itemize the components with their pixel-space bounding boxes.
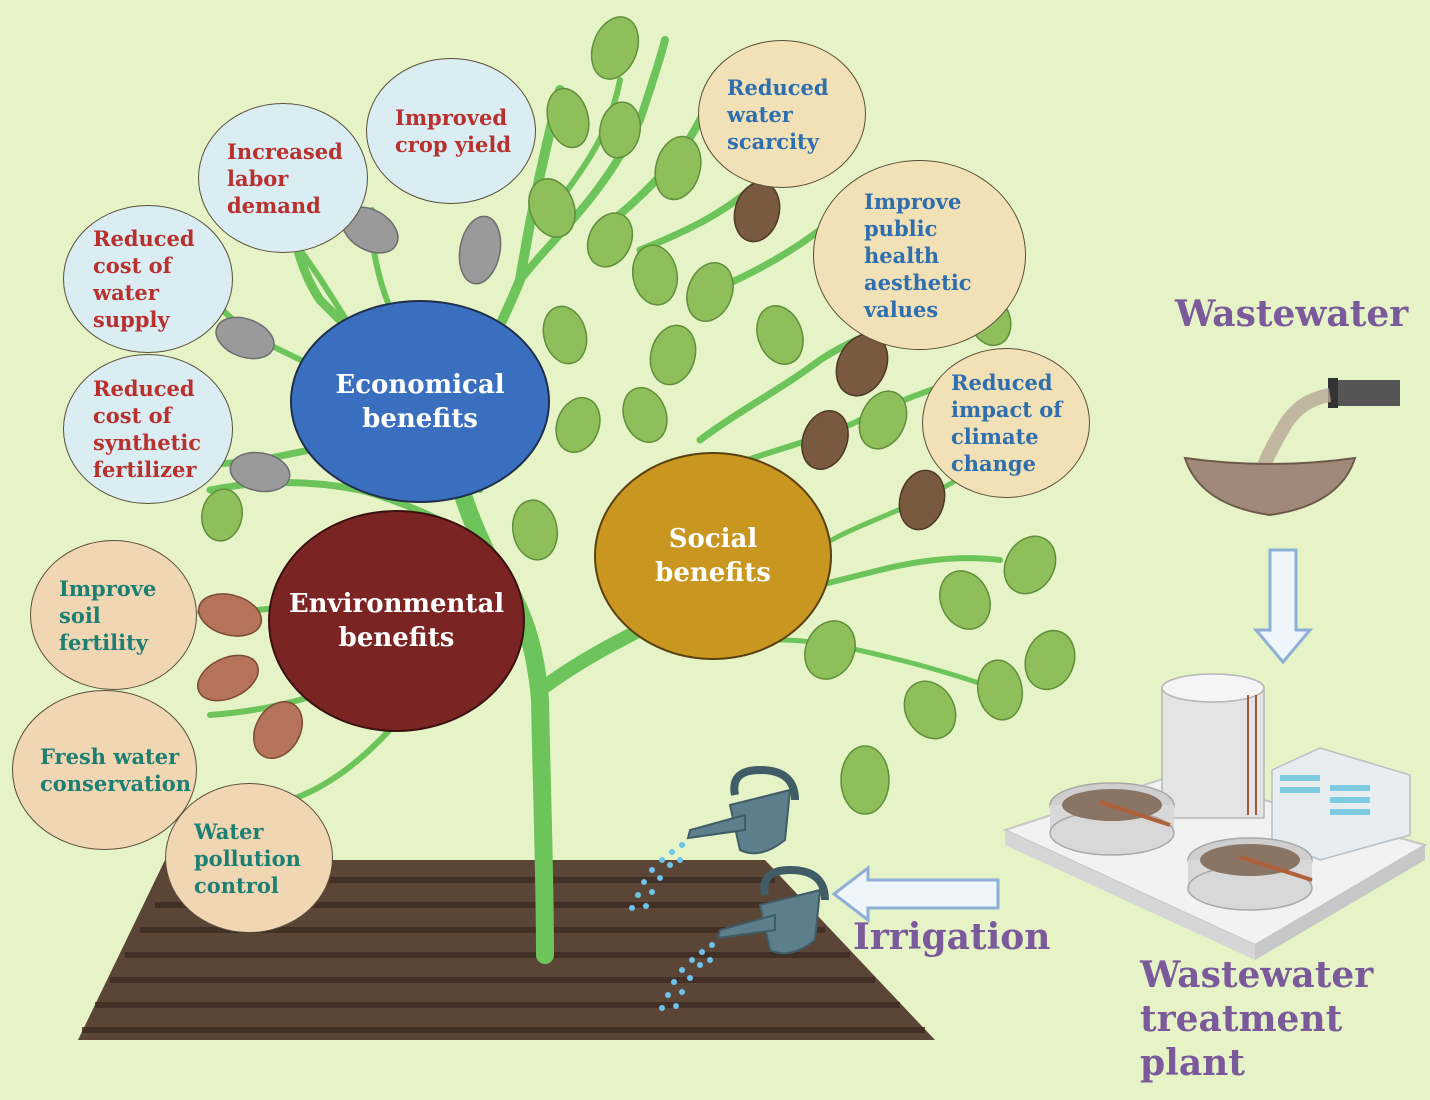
tree-leaves: [197, 16, 1076, 815]
treatment-plant-icon: [1002, 673, 1428, 960]
bubble-text-line: change: [951, 451, 1036, 476]
social-item-reduced-climate-impact: Reduced impact of climate change: [922, 348, 1090, 498]
treatment-plant-label: Wastewater treatment plant: [1140, 953, 1430, 1085]
social-item-reduced-water-scarcity: Reduced water scarcity: [698, 40, 866, 188]
bubble-text-line: soil: [59, 602, 101, 628]
economical-item-reduced-cost-water-supply: Reduced cost of water supply: [63, 205, 233, 353]
economical-item-increased-labor-demand: Increased labor demand: [198, 103, 368, 253]
bubble-text-line: Reduced: [951, 370, 1053, 395]
bubble-text-line: pollution: [194, 845, 301, 871]
bubble-text-line: values: [864, 296, 939, 322]
bubble-text-line: public: [864, 215, 938, 241]
left-arrow-icon: [831, 864, 1000, 924]
node-label: benefits: [338, 623, 455, 653]
treatment-plant-label-line: treatment plant: [1140, 998, 1343, 1084]
environmental-item-water-pollution-control: Water pollution control: [165, 783, 333, 933]
bubble-text-line: scarcity: [727, 128, 819, 154]
node-label: Social: [668, 524, 758, 554]
economical-benefits-node: Economical benefits: [290, 300, 550, 503]
bubble-text-line: synthetic: [93, 430, 202, 455]
bubble-text-line: impact of: [951, 397, 1063, 422]
bubble-text-line: supply: [93, 307, 170, 332]
bubble-text-line: Increased: [227, 138, 343, 164]
bubble-text-line: aesthetic: [864, 269, 972, 295]
bubble-text-line: cost of: [93, 253, 172, 278]
bubble-text-line: fertility: [59, 629, 148, 655]
irrigation-label: Irrigation: [853, 916, 1051, 958]
bubble-text-line: climate: [951, 424, 1039, 449]
bubble-text-line: Improve: [864, 188, 962, 214]
node-label: Environmental: [288, 589, 505, 619]
wastewater-label: Wastewater: [1175, 293, 1409, 335]
treatment-plant-label-line: Wastewater: [1140, 954, 1374, 996]
bubble-text-line: Reduced: [93, 376, 195, 401]
bubble-text-line: water: [727, 101, 793, 127]
node-label: benefits: [362, 403, 478, 434]
economical-item-reduced-cost-synthetic-fertilizer: Reduced cost of synthetic fertilizer: [63, 354, 233, 504]
environmental-item-improve-soil-fertility: Improve soil fertility: [30, 540, 197, 690]
economical-item-improved-crop-yield: Improved crop yield: [366, 58, 536, 204]
social-benefits-node: Social benefits: [594, 452, 832, 660]
environmental-benefits-node: Environmental benefits: [268, 510, 525, 732]
bubble-text-line: Improve: [59, 575, 157, 601]
bubble-text-line: Improved: [395, 105, 508, 130]
bubble-text-line: health: [864, 242, 940, 268]
down-arrow-icon: [1252, 548, 1314, 665]
bubble-text-line: Reduced: [93, 226, 195, 251]
bubble-text-line: crop yield: [395, 132, 512, 157]
social-item-improve-public-health: Improve public health aesthetic values: [813, 160, 1026, 350]
wastewater-pipe-icon: [1183, 378, 1400, 517]
node-label: Economical: [335, 369, 505, 400]
environmental-item-fresh-water-conservation: Fresh water conservation: [12, 690, 197, 850]
bubble-text-line: control: [194, 872, 279, 898]
bubble-text-line: Fresh water: [40, 744, 180, 769]
bubble-text-line: demand: [227, 192, 321, 218]
watering-cans: [629, 765, 829, 1011]
bubble-text-line: labor: [227, 165, 289, 191]
bubble-text-line: Water: [194, 818, 264, 844]
bubble-text-line: Reduced: [727, 74, 829, 100]
bubble-text-line: conservation: [40, 771, 192, 796]
bubble-text-line: fertilizer: [93, 457, 197, 482]
node-label: benefits: [655, 558, 771, 588]
bubble-text-line: water: [93, 280, 159, 305]
bubble-text-line: cost of: [93, 403, 172, 428]
